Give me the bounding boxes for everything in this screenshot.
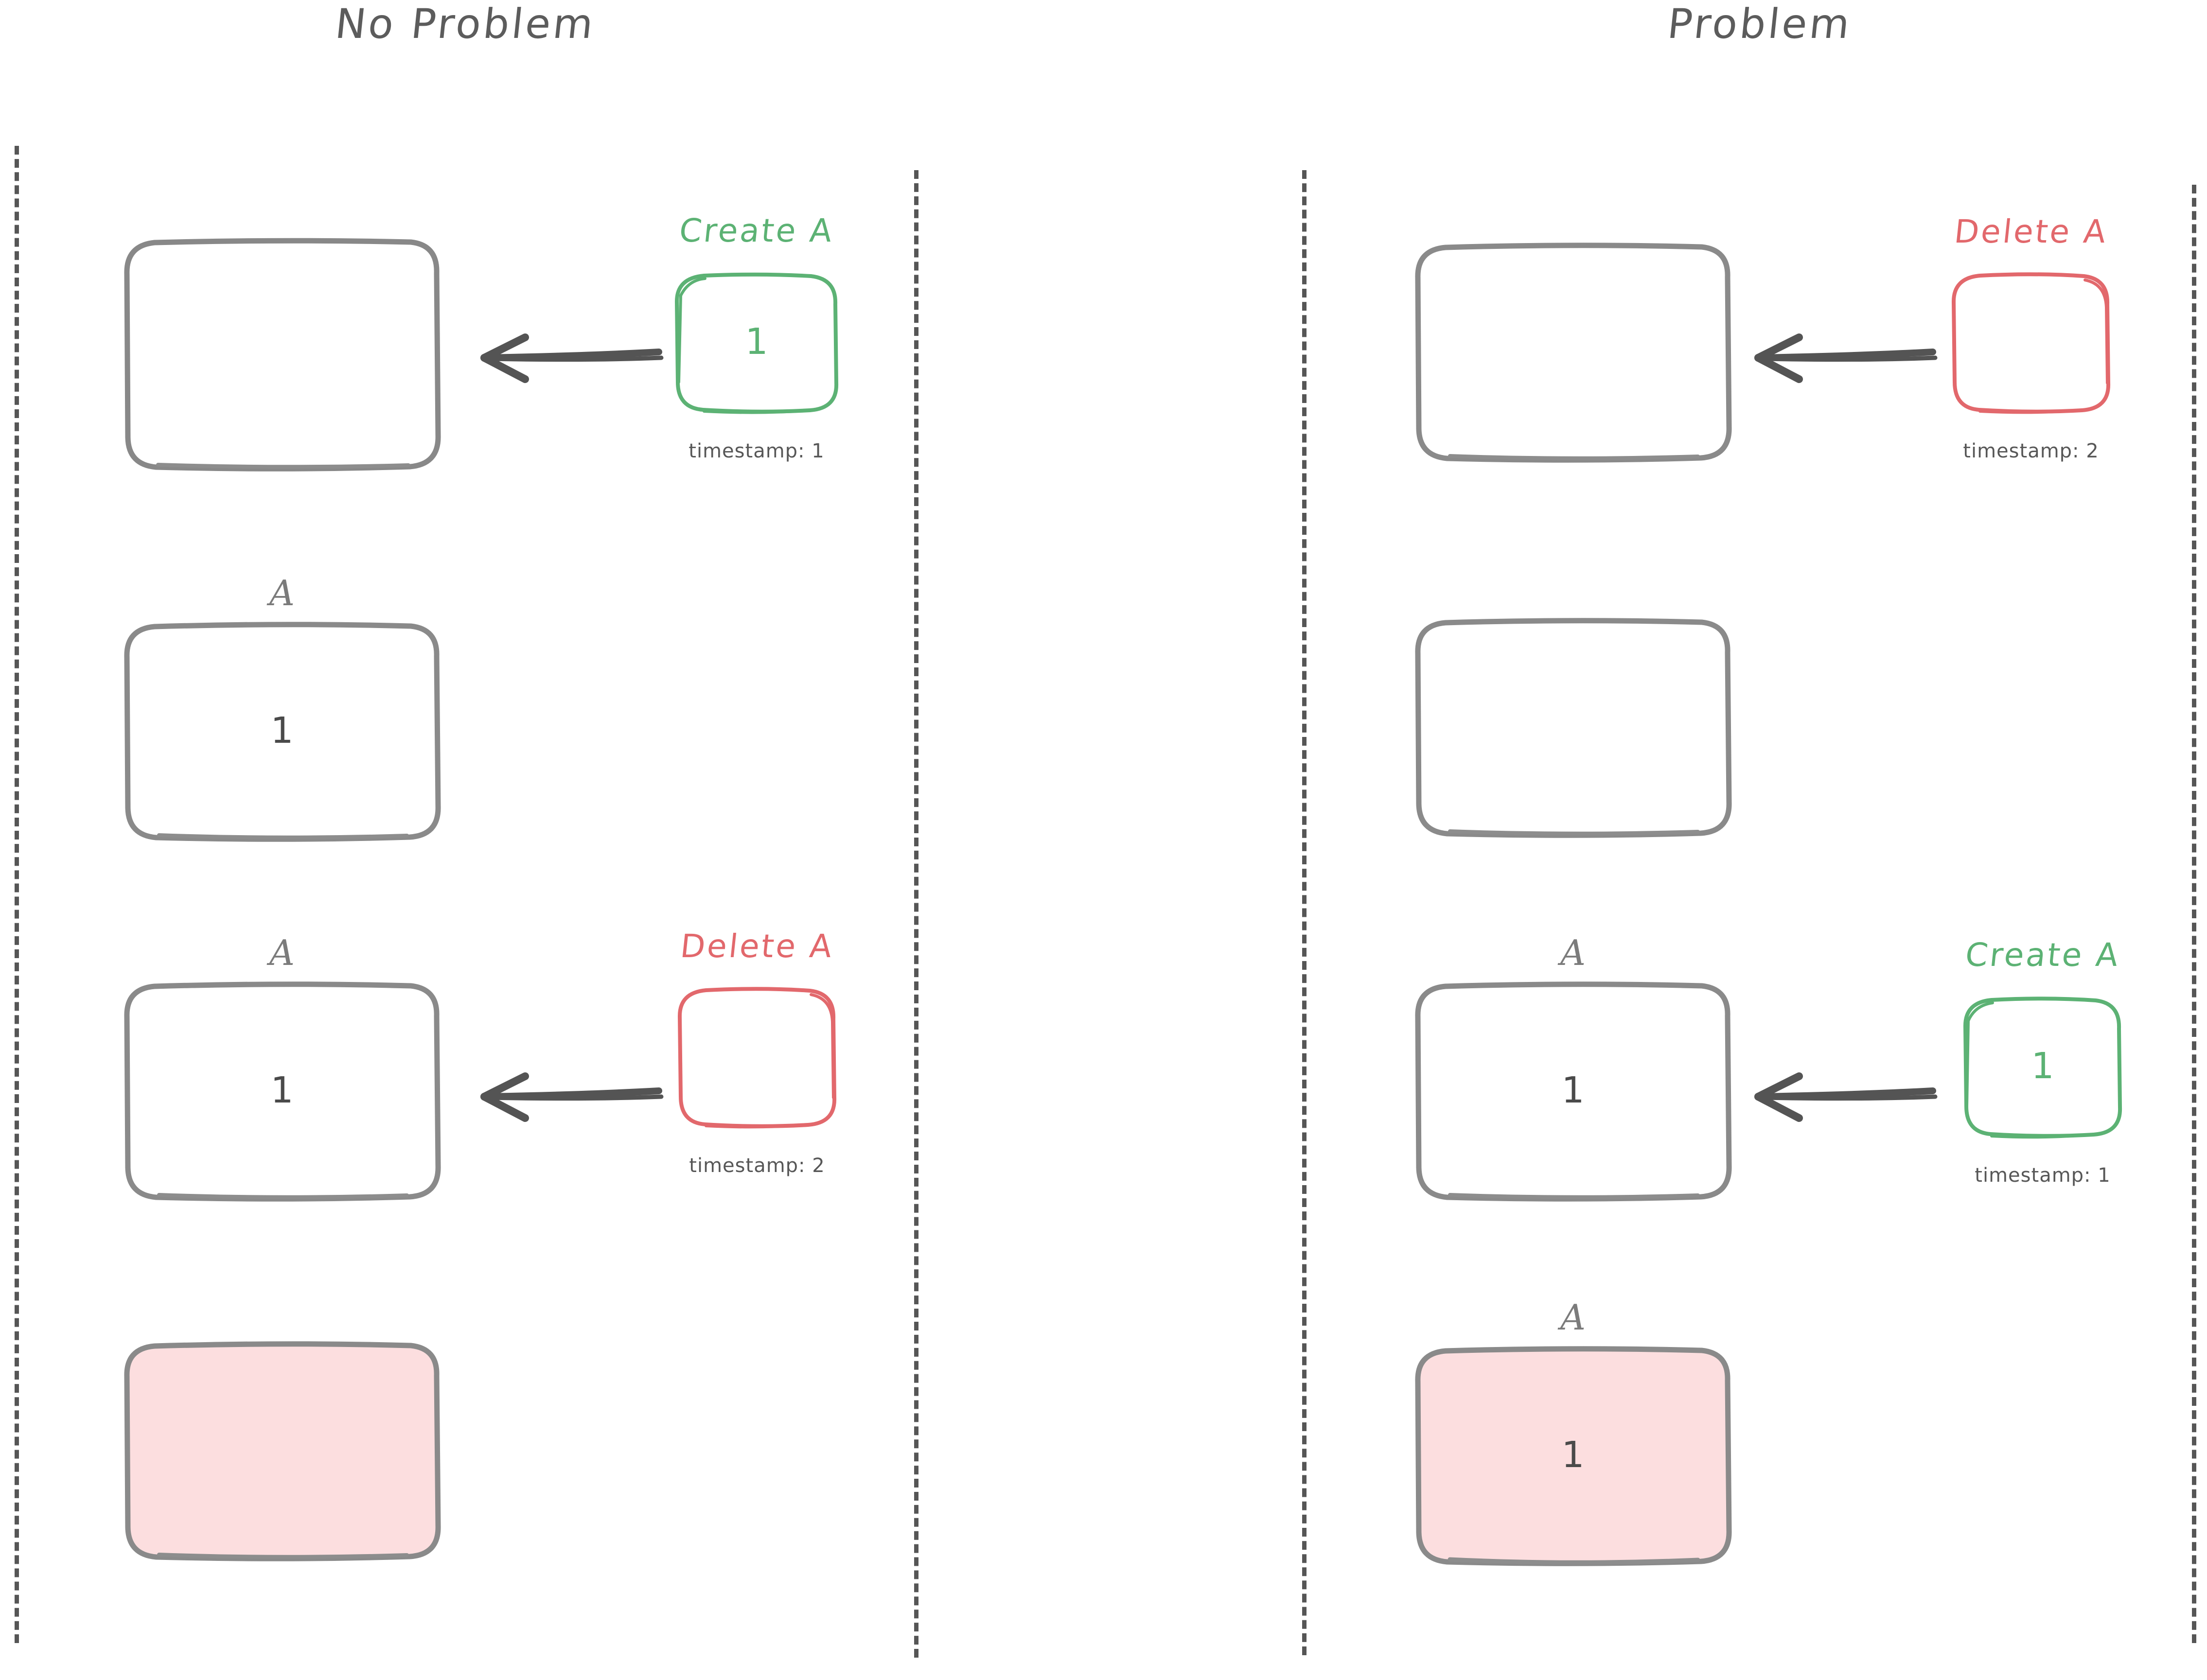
lane-divider-right-outer: [2192, 185, 2196, 1643]
p-row-3-op-title: Create A: [1963, 936, 2122, 974]
p-row-4-state-box[interactable]: A 1: [1415, 1300, 1732, 1566]
p-row-1-op-delete[interactable]: Delete A timestamp: 2: [1951, 213, 2111, 462]
lane-divider-left-outer: [15, 146, 19, 1643]
rounded-rect-icon: [1415, 981, 1732, 1202]
rounded-rect-icon: [1415, 1346, 1732, 1566]
np-row-1-op-create[interactable]: Create A 1 timestamp: 1: [674, 212, 839, 462]
np-row-3-op-delete[interactable]: Delete A timestamp: 2: [677, 928, 837, 1177]
np-row-2-state-box[interactable]: A 1: [124, 576, 441, 842]
p-row-2-state-box[interactable]: [1415, 618, 1732, 838]
panel-title-problem: Problem: [1665, 0, 1854, 48]
p-row-3-arrow-icon: [1754, 1072, 1938, 1122]
np-row-1-state-box[interactable]: [124, 238, 441, 472]
lane-divider-left-inner: [914, 170, 918, 1658]
np-row-3-op-title: Delete A: [678, 928, 836, 965]
lane-divider-right-inner: [1302, 170, 1307, 1655]
rounded-rect-icon: [124, 1341, 441, 1561]
p-row-3-value: 1: [1561, 1069, 1585, 1111]
rounded-rect-icon: [1415, 618, 1732, 838]
rounded-rect-icon: [124, 238, 441, 472]
np-row-1-op-caption: timestamp: 1: [689, 440, 825, 462]
rounded-rect-icon: [1415, 243, 1732, 463]
rounded-rect-icon: [1951, 272, 2111, 414]
p-row-1-op-caption: timestamp: 2: [1963, 440, 2099, 462]
p-row-3-entity-label: A: [1560, 932, 1586, 973]
p-row-1-arrow-icon: [1754, 333, 1938, 383]
p-row-1-op-title: Delete A: [1952, 213, 2110, 250]
rounded-rect-icon: [1963, 997, 2122, 1139]
np-row-3-entity-label: A: [269, 932, 295, 973]
rounded-rect-icon: [674, 272, 839, 414]
np-row-1-op-title: Create A: [677, 212, 836, 249]
p-row-1-state-box[interactable]: [1415, 243, 1732, 463]
np-row-3-op-caption: timestamp: 2: [689, 1155, 825, 1177]
rounded-rect-icon: [124, 981, 441, 1202]
panel-title-no-problem: No Problem: [333, 0, 598, 48]
p-row-3-op-caption: timestamp: 1: [1975, 1164, 2111, 1187]
p-row-3-state-box[interactable]: A 1: [1415, 935, 1732, 1202]
rounded-rect-icon: [677, 987, 837, 1129]
np-row-2-entity-label: A: [269, 573, 295, 613]
np-row-3-state-box[interactable]: A 1: [124, 935, 441, 1202]
np-row-3-value: 1: [270, 1069, 294, 1111]
np-row-1-op-value: 1: [745, 321, 768, 363]
p-row-4-value: 1: [1561, 1434, 1585, 1476]
np-row-2-value: 1: [270, 710, 294, 752]
p-row-4-entity-label: A: [1560, 1297, 1586, 1338]
rounded-rect-icon: [124, 622, 441, 842]
np-row-3-arrow-icon: [480, 1072, 664, 1122]
p-row-3-op-value: 1: [2031, 1045, 2054, 1087]
np-row-1-arrow-icon: [480, 333, 664, 383]
np-row-4-state-box[interactable]: [124, 1341, 441, 1561]
p-row-3-op-create[interactable]: Create A 1 timestamp: 1: [1962, 936, 2123, 1187]
